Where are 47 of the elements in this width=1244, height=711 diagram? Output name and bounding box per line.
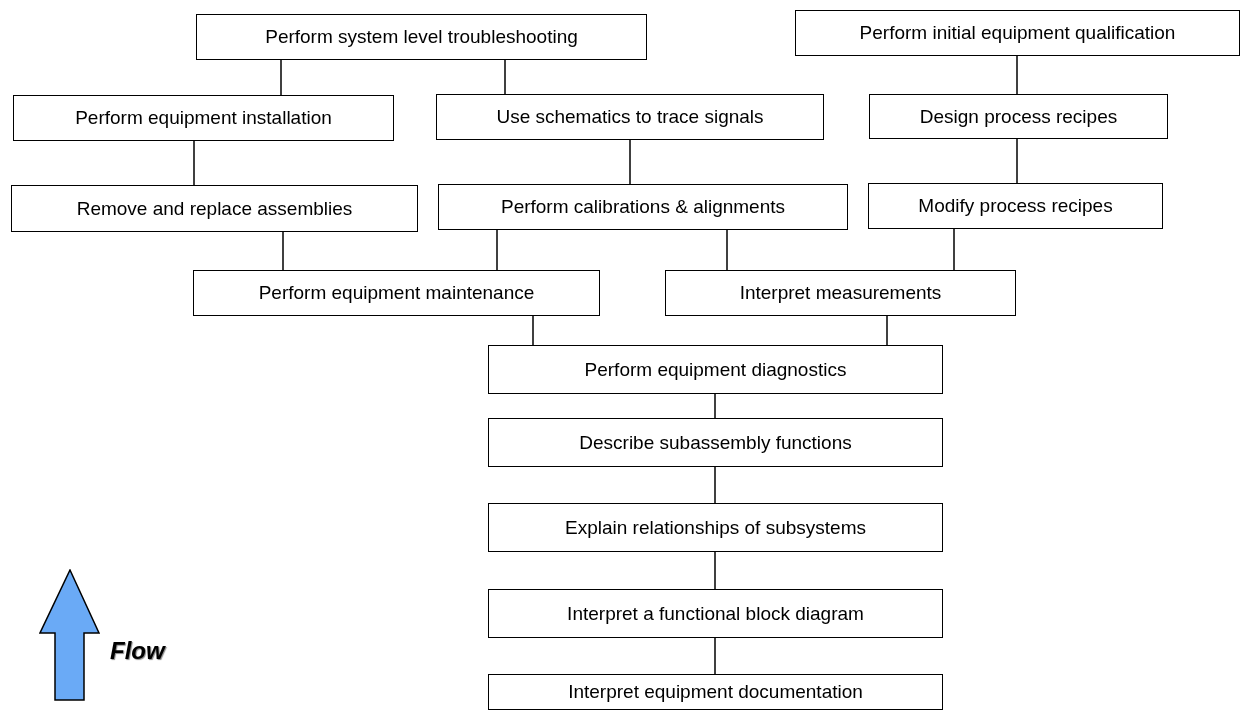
- process-box: [196, 14, 647, 60]
- box-label: Perform calibrations & alignments: [500, 196, 786, 218]
- connector-line: [726, 229, 728, 271]
- connector-line: [714, 551, 716, 590]
- box-label: Interpret a functional block diagram: [567, 602, 864, 625]
- process-box: [795, 10, 1240, 56]
- connector-line: [1016, 138, 1018, 184]
- connector-line: [714, 393, 716, 419]
- connector-line: [282, 231, 284, 271]
- connector-line: [504, 59, 506, 95]
- process-box: [436, 94, 824, 140]
- connector-line: [193, 140, 195, 186]
- flow-label: Flow: [110, 637, 165, 665]
- connector-line: [532, 315, 534, 346]
- box-label: Modify process recipes: [918, 195, 1113, 217]
- process-box: [488, 345, 943, 394]
- box-label: Describe subassembly functions: [579, 431, 852, 454]
- process-box: [665, 270, 1016, 316]
- connector-line: [1016, 55, 1018, 95]
- connector-line: [886, 315, 888, 346]
- process-box: [488, 589, 943, 638]
- connector-line: [280, 59, 282, 96]
- box-label: Remove and replace assemblies: [76, 197, 353, 220]
- process-box: [13, 95, 394, 141]
- box-label: Perform initial equipment qualification: [859, 22, 1176, 44]
- connector-line: [953, 228, 955, 271]
- box-label: Explain relationships of subsystems: [565, 516, 866, 539]
- connector-line: [714, 637, 716, 675]
- connector-line: [496, 229, 498, 271]
- process-box: [488, 674, 943, 710]
- connector-line: [714, 466, 716, 504]
- box-label: Design process recipes: [919, 105, 1118, 128]
- box-label: Interpret equipment documentation: [568, 681, 863, 703]
- process-box: [488, 418, 943, 467]
- box-label: Perform equipment installation: [75, 107, 332, 129]
- box-label: Perform equipment maintenance: [258, 282, 535, 304]
- connector-line: [629, 139, 631, 185]
- process-box: [868, 183, 1163, 229]
- process-box: [869, 94, 1168, 139]
- process-box: [488, 503, 943, 552]
- box-label: Interpret measurements: [739, 282, 942, 304]
- process-box: [193, 270, 600, 316]
- box-label: Use schematics to trace signals: [496, 106, 764, 128]
- box-label: Perform equipment diagnostics: [584, 358, 847, 381]
- process-box: [438, 184, 848, 230]
- process-box: [11, 185, 418, 232]
- box-label: Perform system level troubleshooting: [265, 26, 578, 48]
